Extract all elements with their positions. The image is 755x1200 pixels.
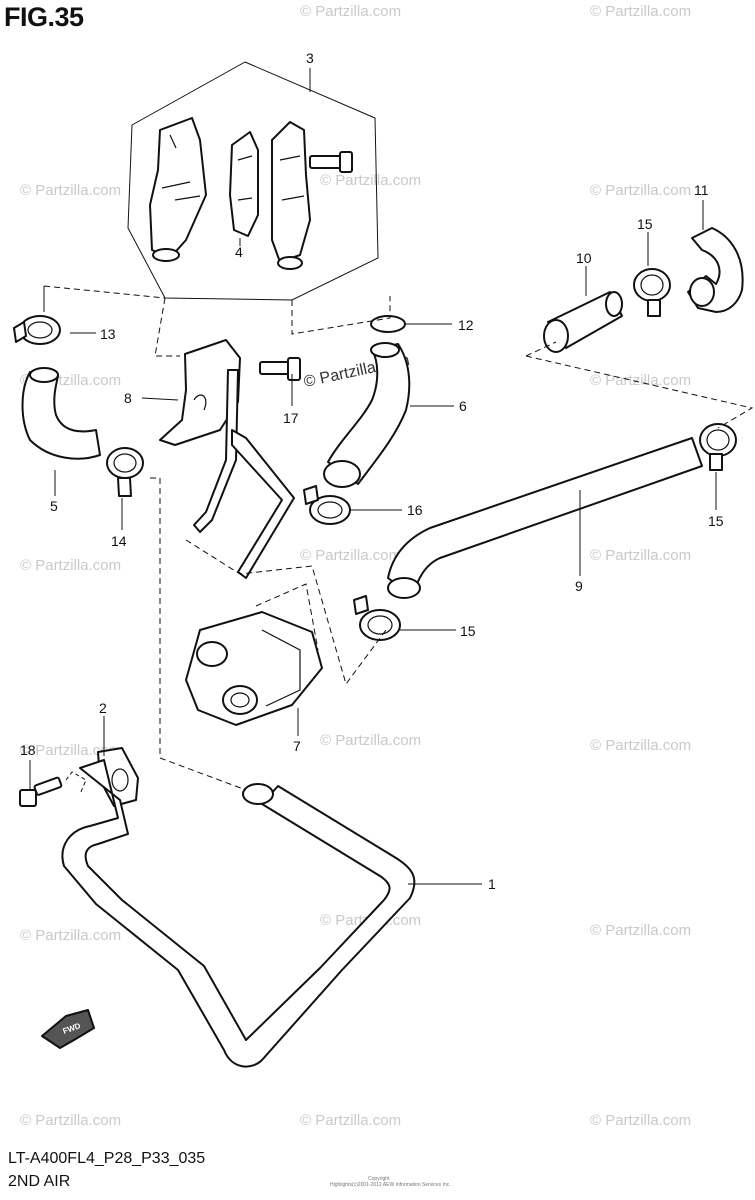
callout-labels: 1 2 3 4 5 6 7 8 9 10 11 12 13 14 15 15 1… bbox=[20, 50, 724, 892]
watermark-layer: © Partzilla.com © Partzilla.com © Partzi… bbox=[20, 3, 691, 1129]
callout-13: 13 bbox=[100, 326, 116, 342]
part-14-clamp[interactable] bbox=[106, 447, 144, 497]
part-5-hose[interactable] bbox=[21, 367, 101, 460]
callout-12: 12 bbox=[458, 317, 474, 333]
watermark: © Partzilla.com bbox=[20, 182, 121, 199]
part-reed-valve-case[interactable] bbox=[271, 121, 311, 270]
watermark: © Partzilla.com bbox=[20, 1112, 121, 1129]
callout-11: 11 bbox=[694, 182, 709, 198]
watermark: © Partzilla.com bbox=[590, 3, 691, 20]
callout-2: 2 bbox=[99, 700, 107, 716]
callout-1: 1 bbox=[488, 876, 496, 892]
callout-15-upper: 15 bbox=[637, 216, 653, 232]
watermark: © Partzilla.com bbox=[590, 1112, 691, 1129]
fine-print: Copyright Highlights(c)2001-2012 AEW Inf… bbox=[330, 1176, 451, 1188]
part-15-clamp-right[interactable] bbox=[699, 423, 737, 471]
watermark: © Partzilla.com bbox=[590, 922, 691, 939]
callout-16: 16 bbox=[407, 502, 423, 518]
watermark: © Partzilla.com bbox=[20, 742, 121, 759]
callout-9: 9 bbox=[575, 578, 583, 594]
part-11-hose[interactable] bbox=[687, 227, 744, 313]
leader-lines bbox=[29, 68, 754, 885]
callout-15-lower: 15 bbox=[460, 623, 476, 639]
part-9-hose[interactable] bbox=[387, 437, 703, 599]
part-10-pipe[interactable] bbox=[543, 291, 623, 353]
callout-15-right: 15 bbox=[708, 513, 724, 529]
part-3-reed-valve-cover[interactable] bbox=[149, 117, 207, 262]
callout-14: 14 bbox=[111, 533, 127, 549]
watermark: © Partzilla.com bbox=[320, 172, 421, 189]
callout-17: 17 bbox=[283, 410, 299, 426]
watermark: © Partzilla.com bbox=[300, 547, 401, 564]
part-17-bolt-icon[interactable] bbox=[259, 357, 301, 381]
fine-print-line-2: Highlights(c)2001-2012 AEW Information S… bbox=[330, 1182, 451, 1188]
part-18-bolt-icon[interactable] bbox=[19, 776, 63, 807]
watermark: © Partzilla.com bbox=[300, 3, 401, 20]
callout-5: 5 bbox=[50, 498, 58, 514]
callout-6: 6 bbox=[459, 398, 467, 414]
callout-3: 3 bbox=[306, 50, 314, 66]
callout-8: 8 bbox=[124, 390, 132, 406]
model-code: LT-A400FL4_P28_P33_035 bbox=[8, 1150, 206, 1167]
watermark: © Partzilla.com bbox=[590, 182, 691, 199]
part-1-air-pipe[interactable] bbox=[61, 759, 416, 1068]
fwd-arrow-icon: FWD bbox=[41, 1009, 95, 1049]
watermark: © Partzilla.com bbox=[590, 737, 691, 754]
callout-4: 4 bbox=[235, 244, 243, 260]
part-15-clamp-upper[interactable] bbox=[633, 268, 671, 317]
part-7-air-pipes[interactable] bbox=[193, 369, 295, 579]
figure-title: FIG.35 bbox=[4, 2, 84, 32]
watermark: © Partzilla.com bbox=[590, 547, 691, 564]
section-name: 2ND AIR bbox=[8, 1173, 71, 1190]
part-16-clamp[interactable] bbox=[303, 485, 351, 525]
part-4-reed-valve-plate[interactable] bbox=[229, 131, 259, 237]
reed-valve-bolt-icon[interactable] bbox=[309, 151, 353, 173]
callout-7: 7 bbox=[293, 738, 301, 754]
fine-print-line-1: Copyright bbox=[368, 1176, 390, 1182]
part-6-hose[interactable] bbox=[323, 342, 411, 488]
watermark: © Partzilla.com bbox=[300, 1112, 401, 1129]
watermark: © Partzilla.com bbox=[320, 732, 421, 749]
callout-10: 10 bbox=[576, 250, 592, 266]
callout-18: 18 bbox=[20, 742, 36, 758]
part-7-air-control-valve[interactable] bbox=[185, 611, 323, 726]
part-13-clamp[interactable] bbox=[13, 315, 61, 345]
part-8-bracket[interactable] bbox=[159, 339, 241, 446]
part-15-clamp-lower[interactable] bbox=[353, 595, 401, 641]
watermark: © Partzilla.com bbox=[20, 927, 121, 944]
reed-valve-group-frame bbox=[127, 61, 379, 301]
watermark: © Partzilla.com bbox=[20, 557, 121, 574]
